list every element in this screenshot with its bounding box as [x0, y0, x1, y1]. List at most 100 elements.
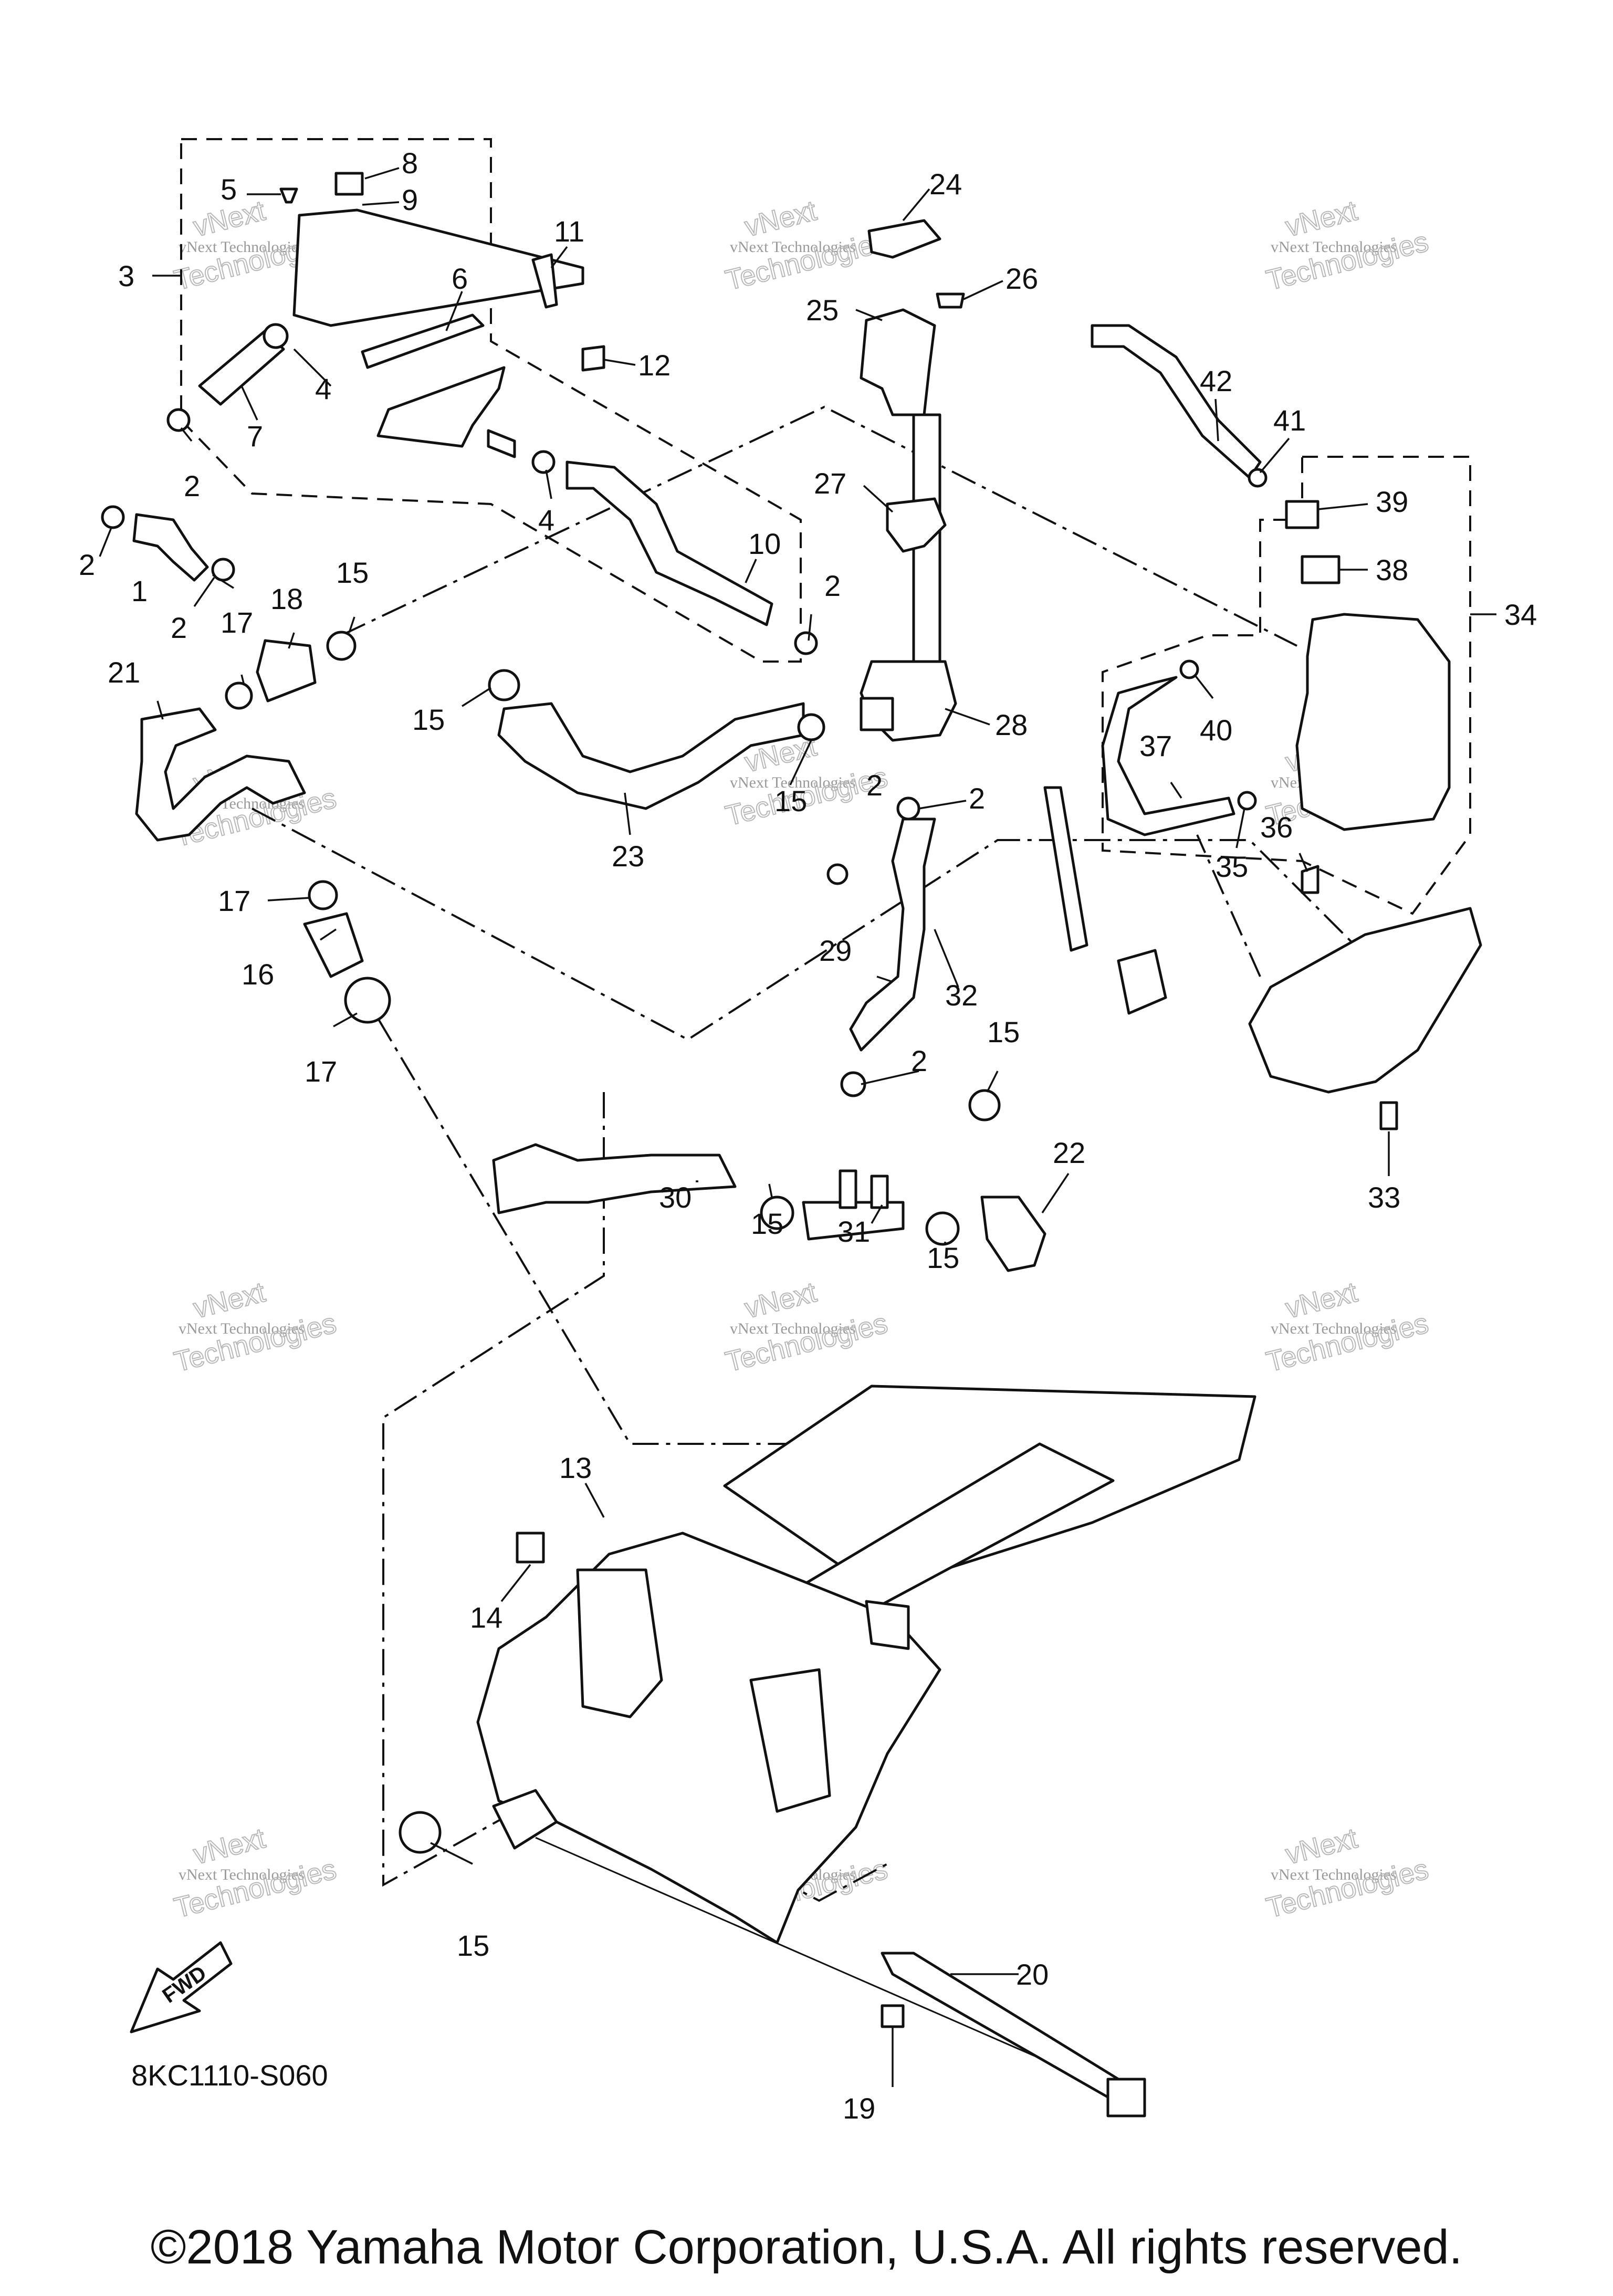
svg-text:vNext Technologies: vNext Technologies	[179, 238, 305, 256]
bracket-rail	[1043, 786, 1088, 952]
svg-text:vNext Technologies: vNext Technologies	[1271, 1866, 1397, 1883]
callout-15: 15	[412, 703, 445, 736]
hose-37	[1101, 676, 1235, 836]
callout-13: 13	[559, 1451, 592, 1484]
callout-17: 17	[221, 606, 253, 639]
bracket-36	[1301, 865, 1319, 894]
callout-4: 4	[538, 504, 554, 537]
leader-lines	[99, 167, 1496, 2087]
callout-14: 14	[470, 1601, 502, 1634]
callout-24: 24	[929, 167, 962, 201]
callout-18: 18	[270, 582, 303, 615]
watermark: vNext vNext Technologies Technologies	[1263, 194, 1432, 297]
callout-38: 38	[1376, 553, 1408, 586]
callout-15: 15	[774, 784, 807, 817]
housing-outlet	[860, 697, 894, 731]
callout-17: 17	[305, 1055, 337, 1088]
clamp	[794, 631, 818, 655]
watermark: vNext vNext Technologies Technologies	[171, 1276, 340, 1378]
callout-17: 17	[218, 884, 250, 917]
group-34-outline	[1102, 456, 1471, 915]
nut-12	[581, 345, 605, 372]
callout-20: 20	[1016, 1958, 1049, 1991]
callout-15: 15	[457, 1929, 489, 1962]
hose-21	[135, 707, 306, 842]
radiator-cap-neck	[865, 1600, 910, 1650]
callout-41: 41	[1273, 404, 1306, 437]
callout-10: 10	[748, 527, 781, 560]
svg-text:vNext Technologies: vNext Technologies	[1271, 1320, 1397, 1337]
callout-15: 15	[751, 1207, 783, 1240]
radiator-tank-left	[576, 1568, 663, 1718]
svg-text:vNext Technologies: vNext Technologies	[730, 1320, 856, 1337]
radiator-tank-right	[749, 1668, 831, 1813]
vent-base	[376, 366, 506, 448]
svg-text:vNext: vNext	[741, 195, 819, 243]
clamp	[925, 1211, 960, 1246]
callout-4: 4	[315, 372, 331, 405]
diagram-code: 8KC1110-S060	[131, 2059, 328, 2092]
screw-26	[936, 292, 965, 309]
callouts: 1 2 2 2 2 2 2 2 3 4 4 5 6 7 8 9 10 11 12…	[79, 146, 1537, 2125]
fitting-39	[1285, 500, 1319, 529]
hose-leader-line	[341, 405, 1297, 647]
watermark: vNext vNext Technologies Technologies	[722, 1276, 891, 1378]
watermark: vNext vNext Technologies Technologies	[1263, 1822, 1432, 1924]
watermark: vNext vNext Technologies Technologies	[171, 1822, 340, 1924]
clamp	[225, 682, 253, 710]
vent-cover	[292, 208, 584, 327]
bolt-8	[334, 172, 364, 196]
clamp	[263, 323, 289, 349]
clamp	[399, 1811, 442, 1854]
callout-2: 2	[866, 769, 883, 802]
callout-2: 2	[824, 569, 841, 602]
vent-outlet	[487, 429, 516, 458]
callout-26: 26	[1005, 262, 1038, 295]
callout-16: 16	[242, 958, 274, 991]
callout-15: 15	[927, 1241, 959, 1274]
hose-7	[198, 329, 285, 406]
callout-19: 19	[843, 2092, 875, 2125]
callout-39: 39	[1376, 485, 1408, 518]
radiator-bracket-line	[1196, 834, 1261, 977]
bracket-mount	[1117, 949, 1167, 1015]
clamps	[101, 323, 1268, 1854]
hose-18	[256, 639, 317, 703]
callout-3: 3	[118, 259, 134, 292]
nut-14	[516, 1532, 545, 1564]
callout-22: 22	[1053, 1136, 1085, 1169]
svg-text:vNext Technologies: vNext Technologies	[1271, 238, 1397, 256]
callout-35: 35	[1216, 850, 1248, 883]
callout-28: 28	[995, 708, 1028, 741]
cap-24	[867, 219, 941, 259]
clamp	[531, 450, 556, 474]
clamp	[326, 631, 357, 661]
radiator-inlet	[492, 1789, 558, 1850]
callout-33: 33	[1368, 1181, 1400, 1214]
clamp	[1248, 468, 1268, 488]
clamp	[968, 1089, 1001, 1121]
clamp	[826, 863, 849, 885]
svg-text:vNext: vNext	[190, 1822, 268, 1871]
svg-text:vNext: vNext	[741, 1276, 819, 1325]
callout-37: 37	[1139, 729, 1172, 762]
watermark: vNext vNext Technologies Technologies	[722, 194, 891, 297]
callout-29: 29	[819, 934, 852, 967]
callout-2: 2	[184, 469, 200, 502]
bolt-20-head	[1106, 2078, 1146, 2117]
svg-text:vNext Technologies: vNext Technologies	[730, 774, 856, 791]
callout-2: 2	[79, 548, 95, 581]
svg-text:vNext Technologies: vNext Technologies	[730, 238, 856, 256]
callout-8: 8	[402, 146, 418, 180]
clamp	[308, 880, 338, 910]
callout-2: 2	[969, 782, 985, 815]
callout-30: 30	[659, 1181, 692, 1214]
svg-text:vNext: vNext	[1282, 1276, 1360, 1325]
callout-34: 34	[1504, 598, 1537, 631]
svg-text:vNext: vNext	[1282, 1822, 1360, 1871]
callout-21: 21	[108, 656, 140, 689]
clamp	[166, 408, 191, 432]
clamp	[760, 1196, 794, 1230]
callout-23: 23	[612, 840, 644, 873]
